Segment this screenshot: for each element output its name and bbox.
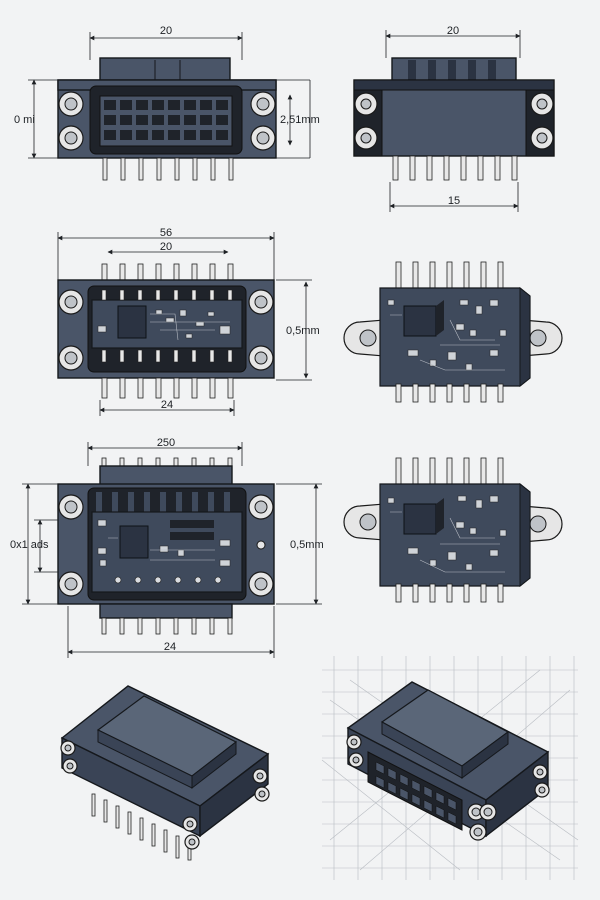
dim-label-bottom: 24 — [161, 399, 173, 411]
dim-label-bottom-back: 15 — [448, 195, 460, 207]
dim-label-left-large: 0x1 ads — [10, 539, 49, 551]
view-pcb-front: 56 20 0,5mm 24 — [57, 227, 320, 416]
dim-label-bottom-large: 24 — [164, 641, 176, 653]
dim-label-height: 0,5mm — [286, 325, 320, 337]
connector-back-body — [353, 79, 555, 157]
dim-label-outer: 56 — [160, 227, 172, 239]
view-iso-connector-grid — [321, 656, 579, 880]
view-back-connector: 20 15 — [353, 25, 555, 212]
dim-label-right: 2,51mm — [280, 114, 320, 126]
dim-label-width: 20 — [160, 25, 172, 37]
pcb-board — [91, 299, 243, 349]
view-pcb-iso-2 — [343, 457, 563, 603]
socket-grid — [99, 95, 233, 147]
top-latch — [99, 57, 231, 83]
ic-chip — [117, 305, 147, 339]
view-iso-connector-left — [60, 685, 270, 861]
dim-label-right-large: 0,5mm — [290, 539, 324, 551]
view-pcb-front-large: 250 0x1 ads — [10, 437, 324, 658]
dim-label-left: 0 mi — [14, 114, 35, 126]
bottom-pins — [102, 157, 234, 181]
view-front-connector: 20 0 mi 2,51mm — [14, 25, 320, 181]
dim-label-inner: 20 — [160, 241, 172, 253]
iso-socket-grid — [375, 761, 457, 825]
dim-label-width-large: 250 — [157, 437, 175, 449]
view-pcb-iso-1 — [343, 261, 563, 403]
dim-label-width-back: 20 — [447, 25, 459, 37]
